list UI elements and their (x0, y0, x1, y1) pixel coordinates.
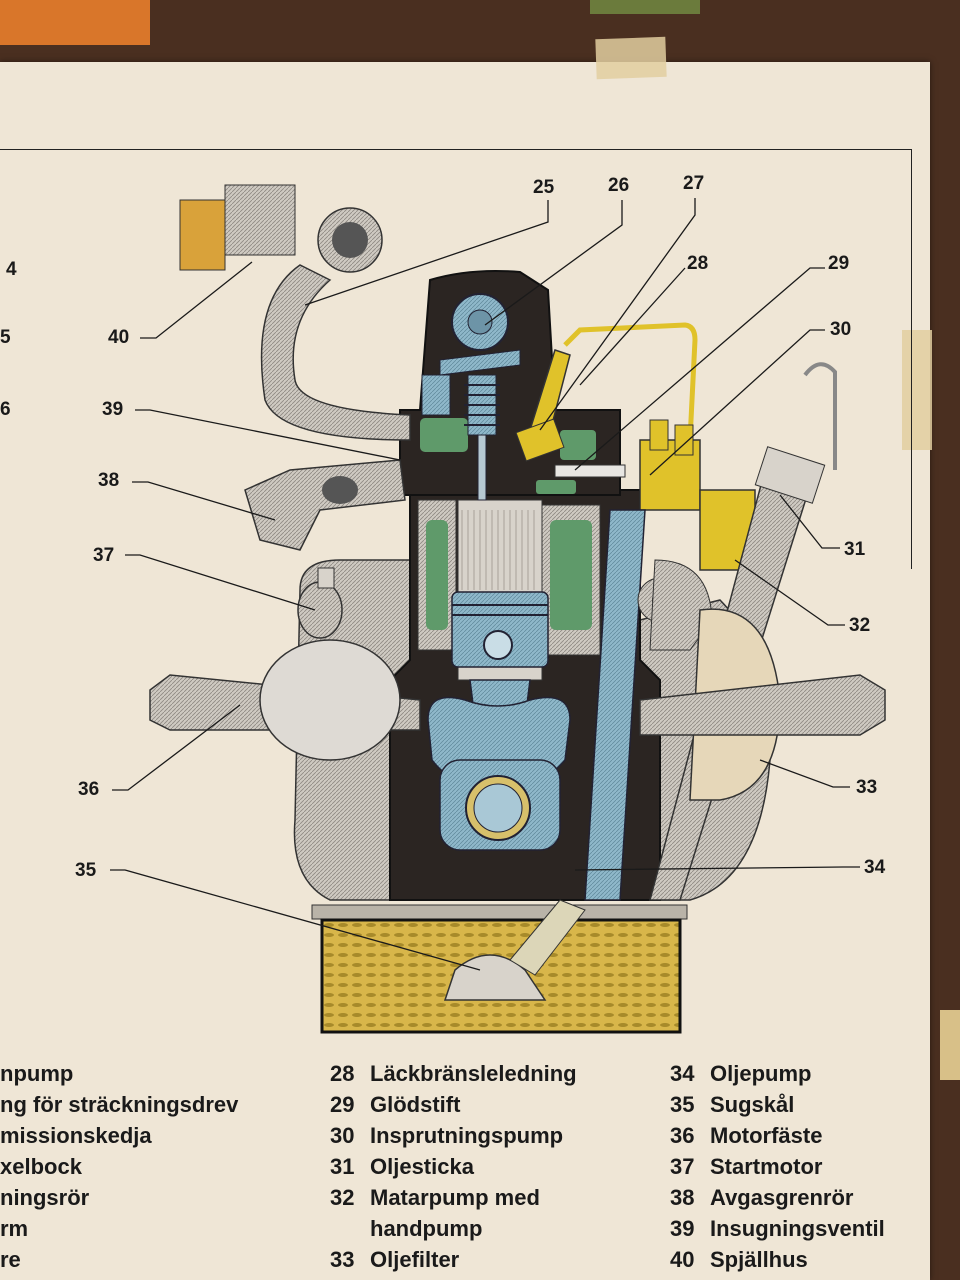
callout-30: 30 (830, 319, 852, 340)
starter-motor (259, 567, 401, 761)
callout-26: 26 (608, 175, 630, 196)
callout-31: 31 (844, 539, 866, 560)
legend-item-32-continued: handpump (370, 1216, 483, 1241)
callout-27: 27 (683, 173, 705, 194)
legend-fragment: npump (0, 1061, 74, 1086)
legend-fragment: missionskedja (0, 1123, 152, 1148)
callout-32: 32 (849, 615, 871, 636)
callout-36: 36 (78, 779, 100, 800)
tape-strip-lower-right (940, 1010, 960, 1080)
callout-37: 37 (93, 545, 115, 566)
legend-fragment: rm (0, 1216, 29, 1241)
tape-strip-right (902, 330, 932, 450)
callout-fragment-5: 5 (0, 327, 11, 348)
callout-39: 39 (102, 399, 124, 420)
callout-fragment-4: 4 (6, 259, 17, 280)
legend-fragment: ningsrör (0, 1185, 90, 1210)
frame-border-right (911, 149, 912, 569)
oil-pump-drive-shaft (584, 509, 713, 901)
callout-29: 29 (828, 253, 850, 274)
callout-28: 28 (687, 253, 709, 274)
exhaust-manifold (244, 459, 406, 551)
intake-pipe (179, 184, 411, 441)
background-box-green (590, 0, 700, 14)
legend-fragment-column: npump ng för sträckningsdrev missionsked… (0, 1058, 238, 1275)
callout-33: 33 (856, 777, 878, 798)
background-box-orange (0, 0, 150, 45)
callout-40: 40 (108, 327, 130, 348)
callout-34: 34 (864, 857, 886, 878)
callout-leader-lines (110, 198, 860, 971)
callout-25: 25 (533, 177, 555, 198)
oil-sump (311, 899, 688, 1034)
callout-38: 38 (98, 470, 120, 491)
piston-and-connecting-rod (427, 591, 571, 851)
fuel-injection-system (515, 322, 756, 571)
callout-fragment-6: 6 (0, 399, 11, 420)
legend-fragment: xelbock (0, 1154, 82, 1179)
frame-border-top (0, 149, 912, 150)
legend-fragment: re (0, 1247, 21, 1272)
callout-35: 35 (75, 860, 97, 881)
cylinder-head (399, 270, 621, 501)
legend-fragment: ng för sträckningsdrev (0, 1092, 239, 1117)
